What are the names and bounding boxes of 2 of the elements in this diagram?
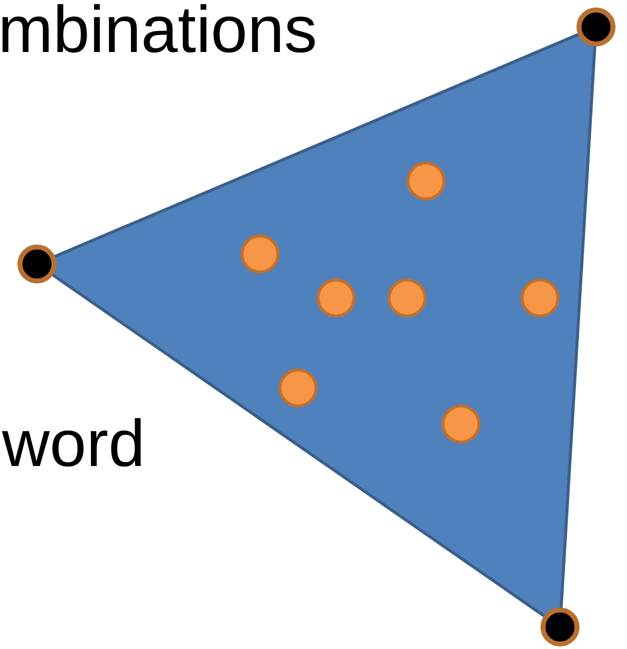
label-text: word (2, 410, 146, 476)
heading-text: mbinations (0, 0, 318, 62)
